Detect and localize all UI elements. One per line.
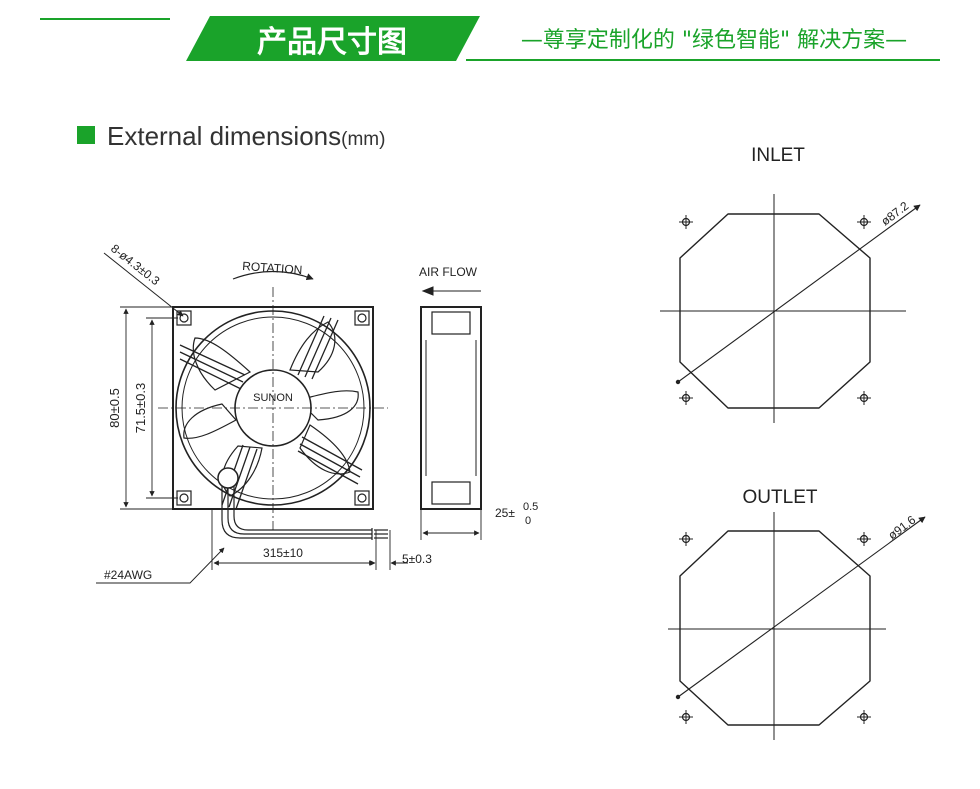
airflow-label: AIR FLOW (419, 265, 478, 279)
hole-leader (103, 252, 184, 317)
height-dimensions (120, 306, 178, 510)
wire-gauge-label: #24AWG (104, 568, 152, 582)
rotation-label: ROTATION (242, 259, 303, 277)
wire-strip-label: 5±0.3 (402, 552, 432, 566)
outlet-outline (679, 530, 871, 726)
lead-wires (221, 486, 388, 540)
brand-label: SUNON (253, 392, 293, 404)
inlet-hole-top-left (678, 214, 694, 230)
outlet-diameter-label: ø91.6 (885, 513, 918, 543)
inlet-hole-bottom-right (856, 390, 872, 406)
inlet-hole-top-right (856, 214, 872, 230)
outlet-hole-bottom-left (678, 709, 694, 725)
side-view (420, 286, 482, 540)
rotation-arrow (232, 270, 314, 281)
section-heading: External dimensions(mm) (107, 121, 385, 151)
hole-spacing-label: 71.5±0.3 (133, 383, 148, 434)
height-label: 80±0.5 (107, 388, 122, 428)
inlet-cutout (660, 194, 921, 423)
outlet-hole-top-left (678, 531, 694, 547)
outlet-hole-top-right (856, 531, 872, 547)
fan-spokes (179, 315, 363, 510)
header-title-banner (186, 16, 480, 61)
page-title: 产品尺寸图 (257, 25, 407, 60)
lead-length-label: 315±10 (263, 546, 303, 560)
wire-exit (217, 467, 239, 489)
front-view (158, 287, 388, 530)
inlet-title: INLET (751, 145, 805, 166)
page-header: 产品尺寸图 —尊享定制化的 "绿色智能" 解决方案— (40, 16, 940, 61)
header-slogan: —尊享定制化的 "绿色智能" 解决方案— (521, 28, 907, 53)
inlet-diameter-line (675, 204, 921, 385)
depth-tol-lower: 0 (525, 515, 531, 527)
depth-label: 25± (495, 506, 515, 520)
outlet-cutout (668, 512, 926, 740)
hole-label: 8-ø4.3±0.3 (108, 241, 163, 288)
outlet-title: OUTLET (743, 487, 818, 508)
inlet-hole-bottom-left (678, 390, 694, 406)
depth-tol-upper: 0.5 (523, 501, 538, 513)
outlet-diameter-line (675, 516, 926, 700)
outlet-hole-bottom-right (856, 709, 872, 725)
section-bullet (77, 126, 95, 144)
side-frame (420, 306, 482, 510)
lead-dimensions (96, 509, 408, 584)
